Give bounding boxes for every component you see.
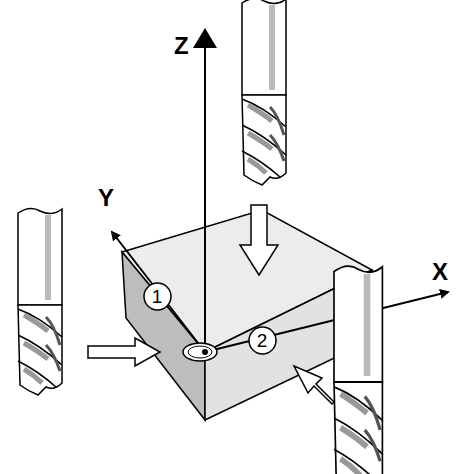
- callout-number: 1: [152, 287, 163, 306]
- callout-number: 2: [257, 331, 268, 350]
- callout-circle: 2: [248, 326, 277, 355]
- axis-label: X: [432, 260, 448, 284]
- axis-label: Z: [174, 34, 189, 58]
- axis-label: Y: [98, 186, 114, 210]
- callout-circle: 1: [143, 282, 172, 311]
